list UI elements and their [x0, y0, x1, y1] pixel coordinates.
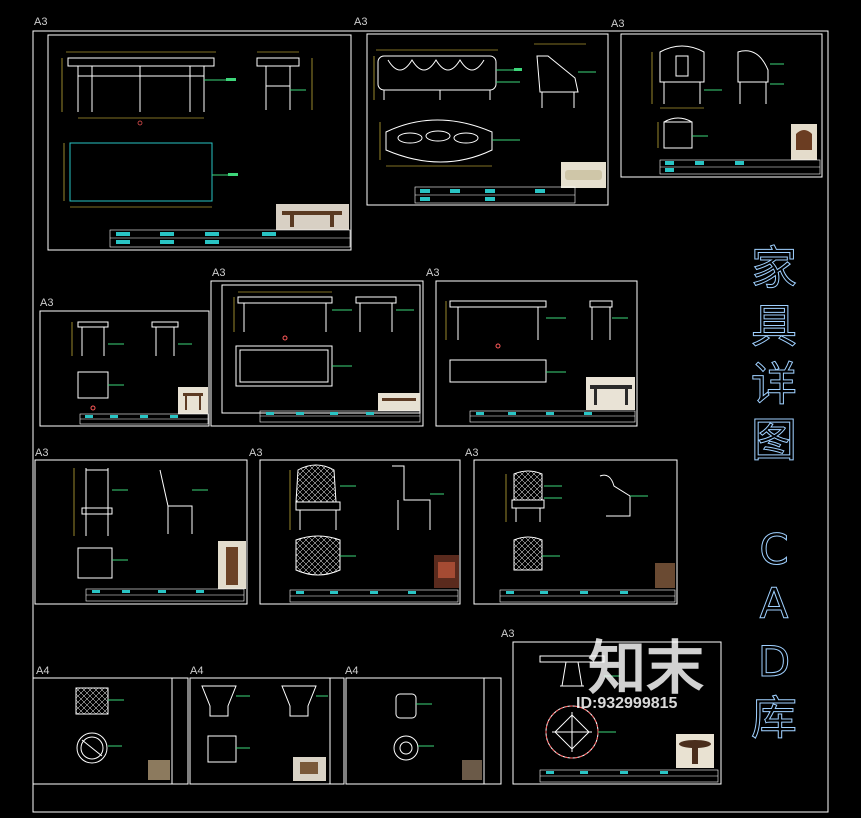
title-char: 详: [751, 357, 797, 411]
title-char: 家: [751, 241, 797, 295]
sheet-round-stool[interactable]: [32, 677, 189, 785]
sheet-long-table[interactable]: [47, 34, 352, 251]
sheet-size-label: A4: [36, 665, 49, 677]
outer-frame: [32, 30, 829, 813]
sheet-size-label: A3: [212, 267, 225, 279]
sheet-armchair[interactable]: [473, 459, 678, 605]
sheet-side-table[interactable]: [39, 310, 210, 427]
sheet-round-table[interactable]: [512, 641, 722, 785]
watermark-id: ID:932999815: [576, 695, 678, 712]
sheet-drum-stool[interactable]: [189, 677, 345, 785]
sheet-round-back-chair[interactable]: [620, 33, 823, 178]
sheet-size-label: A3: [249, 447, 262, 459]
sheet-size-label: A3: [501, 628, 514, 640]
sheet-desk[interactable]: [435, 280, 638, 427]
title-char: D: [758, 637, 790, 686]
sheet-size-label: A3: [426, 267, 439, 279]
watermark: 知末 ID:932999815: [576, 634, 704, 712]
title-char: A: [760, 579, 789, 628]
sheet-console-table[interactable]: [210, 280, 424, 427]
sheet-size-label: A3: [354, 16, 367, 28]
sheet-size-label: A3: [34, 16, 47, 28]
sheet-size-label: A4: [190, 665, 203, 677]
title-char: 库: [751, 691, 797, 745]
title-char: 图: [751, 413, 797, 467]
drawing-title-vertical: 家 具 详 图 C A D 库: [751, 241, 798, 746]
sheet-size-label: A3: [40, 297, 53, 309]
watermark-logo: 知末: [588, 634, 704, 702]
title-char: C: [759, 525, 788, 574]
sheet-size-label: A3: [35, 447, 48, 459]
sheet-wing-chair[interactable]: [259, 459, 461, 605]
sheet-size-label: A4: [345, 665, 358, 677]
sheet-size-label: A3: [611, 18, 624, 30]
title-char: 具: [751, 299, 797, 353]
sheet-tall-chair[interactable]: [34, 459, 248, 605]
sheet-sofa[interactable]: [366, 33, 609, 206]
sheet-size-label: A3: [465, 447, 478, 459]
sheet-small-stool[interactable]: [345, 677, 502, 785]
